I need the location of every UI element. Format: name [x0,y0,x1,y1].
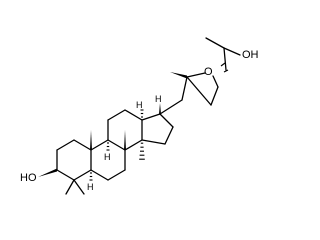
ring-d [141,113,174,145]
atom-labels: HO OH O H H H H [20,49,259,192]
c14-methyl-hash [139,142,145,160]
c8-methyl-wedge [124,130,126,150]
c24-hash [220,62,229,73]
h14-label: H [155,94,162,104]
h5-hash [89,172,93,181]
structure-canvas: HO OH O H H H H [20,37,259,195]
hydroxyl-right-label: OH [242,49,259,61]
ring-c [107,109,143,151]
methyl-groups [65,72,187,195]
c3-oh-wedge [38,168,57,177]
h17-wedge [159,103,161,114]
molecule-drawing: HO OH O H H H H [20,37,259,195]
side-chain [159,37,241,115]
stereo-bonds [38,62,229,181]
ring-b [90,139,126,181]
c20-methyl-wedge [170,72,187,79]
hydroxyl-left-label: HO [20,172,37,184]
h5-label: H [87,182,94,192]
ring-oxygen-label: O [204,66,213,78]
h13-label: H [136,100,143,110]
h13-hash [140,109,144,118]
ring-a [56,139,92,181]
h9-hash [106,142,110,151]
h9-label: H [104,152,111,162]
c10-methyl-wedge [90,130,92,150]
